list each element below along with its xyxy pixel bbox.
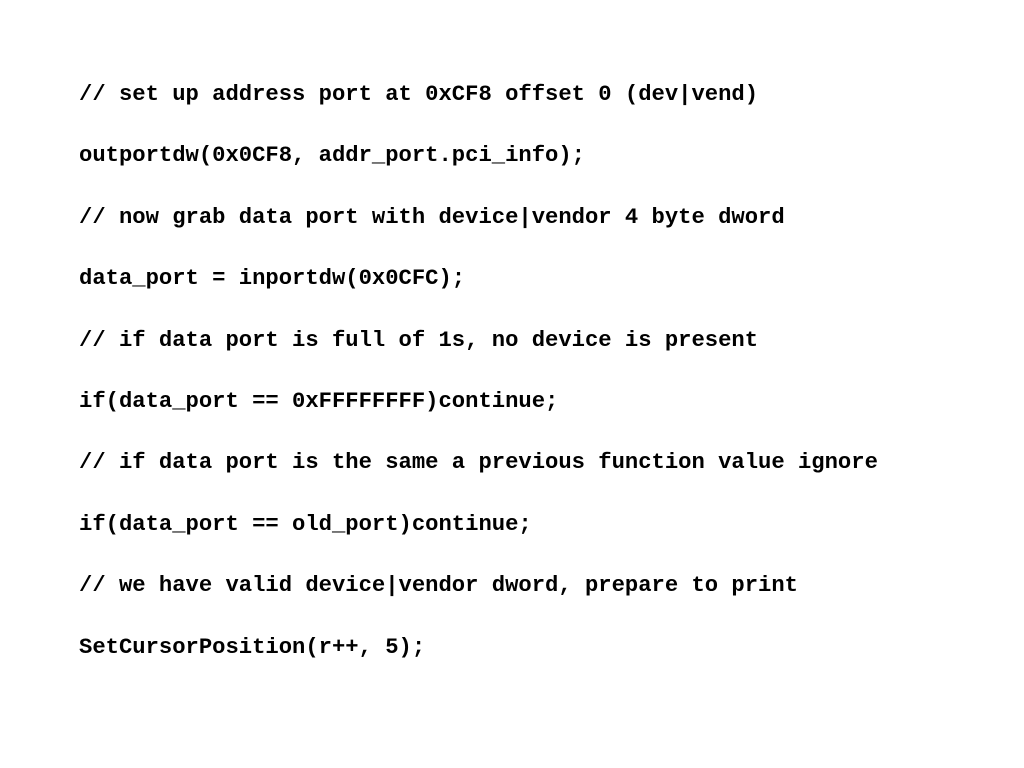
code-comment-line: // if data port is full of 1s, no device… (79, 327, 759, 353)
code-statement-line: if(data_port == 0xFFFFFFFF)continue; (79, 388, 559, 414)
code-statement-line: outportdw(0x0CF8, addr_port.pci_info); (79, 143, 585, 169)
code-statement-line: SetCursorPosition(r++, 5); (79, 634, 426, 660)
code-comment-line: // set up address port at 0xCF8 offset 0… (79, 82, 759, 107)
code-comment-line: // if data port is the same a previous f… (79, 450, 878, 476)
code-comment-line: // now grab data port with device|vendor… (79, 204, 785, 230)
code-statement-line: if(data_port == old_port)continue; (79, 511, 532, 537)
code-statement-line: data_port = inportdw(0x0CFC); (79, 266, 466, 292)
code-listing: // set up address port at 0xCF8 offset 0… (79, 64, 878, 678)
code-comment-line: // we have valid device|vendor dword, pr… (79, 573, 798, 599)
